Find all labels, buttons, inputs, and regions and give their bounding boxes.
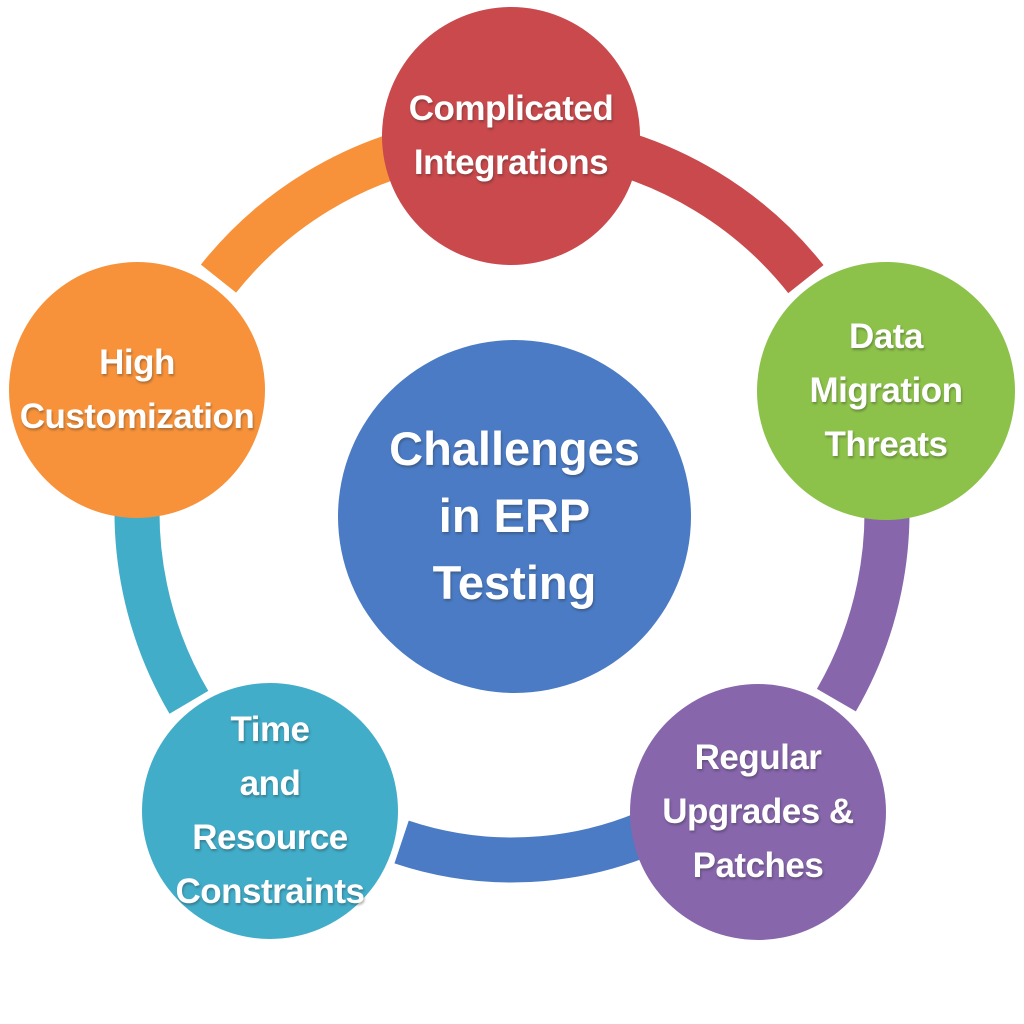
label-line: Challenges [389,422,640,476]
node-label: Time and Resource Constraints [176,703,365,920]
hub-challenges-in-erp-testing: Challenges in ERP Testing [338,340,691,693]
label-line: in ERP [438,489,591,543]
node-complicated-integrations: Complicated Integrations [382,7,640,265]
label-line: Regular [694,737,822,777]
label-line: Patches [692,846,824,886]
node-label: Complicated Integrations [409,82,614,191]
node-regular-upgrades-patches: Regular Upgrades & Patches [630,684,886,940]
label-line: Integrations [413,143,609,182]
hub-label: Challenges in ERP Testing [389,416,640,616]
node-time-resource-constraints: Time and Resource Constraints [142,683,398,939]
label-line: and [239,763,301,803]
label-line: Resource [192,818,348,857]
label-line: Testing [432,555,597,609]
label-line: Data [849,316,923,356]
node-label: High Customization [20,336,255,445]
label-line: Constraints [175,872,365,912]
node-label: Data Migration Threats [810,310,963,473]
label-line: High [99,342,175,382]
node-high-customization: High Customization [9,262,265,518]
label-line: Migration [809,370,963,410]
label-line: Threats [824,425,948,465]
label-line: Complicated [408,88,614,128]
label-line: Upgrades & [662,791,854,831]
label-line: Customization [19,397,255,436]
node-label: Regular Upgrades & Patches [662,731,854,894]
label-line: Time [230,709,310,749]
node-data-migration-threats: Data Migration Threats [757,262,1015,520]
